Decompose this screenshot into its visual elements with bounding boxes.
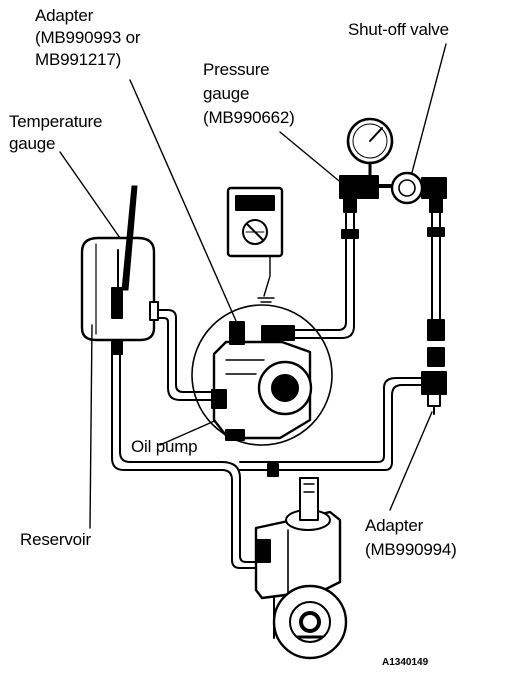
- oil-pump-icon: [191, 304, 333, 446]
- pressure-gauge-label-line2: gauge: [203, 84, 250, 103]
- hose-fittings: [111, 227, 445, 477]
- reservoir-icon: [80, 236, 159, 342]
- hose-lines: [111, 209, 441, 569]
- adapter-top-label-line3: MB991217): [35, 50, 122, 69]
- shutoff-valve-label: Shut-off valve: [348, 20, 449, 39]
- adapter-icon: [421, 371, 447, 415]
- temperature-gauge-label-line1: Temperature: [9, 112, 103, 131]
- adapter-bottom-label-line1: Adapter: [365, 516, 424, 535]
- pressure-gauge-icon: [339, 117, 394, 213]
- adapter-top-label-line2: (MB990993 or: [35, 28, 141, 47]
- shutoff-valve-icon: [390, 171, 447, 213]
- thermometer-icon: [117, 185, 138, 291]
- leader-lines: [59, 43, 447, 529]
- figure-code: A1340149: [382, 657, 429, 668]
- adapter-top-label-line1: Adapter: [35, 6, 94, 25]
- adapter-bottom-label-line2: (MB990994): [365, 540, 457, 559]
- steering-gear-icon: [254, 477, 348, 660]
- pressure-gauge-label-line1: Pressure: [203, 60, 270, 79]
- multimeter-icon: [226, 186, 284, 303]
- oil-pump-label: Oil pump: [131, 437, 198, 456]
- reservoir-label: Reservoir: [20, 530, 91, 549]
- pressure-gauge-label-line3: (MB990662): [203, 108, 295, 127]
- temperature-gauge-label-line2: gauge: [9, 134, 56, 153]
